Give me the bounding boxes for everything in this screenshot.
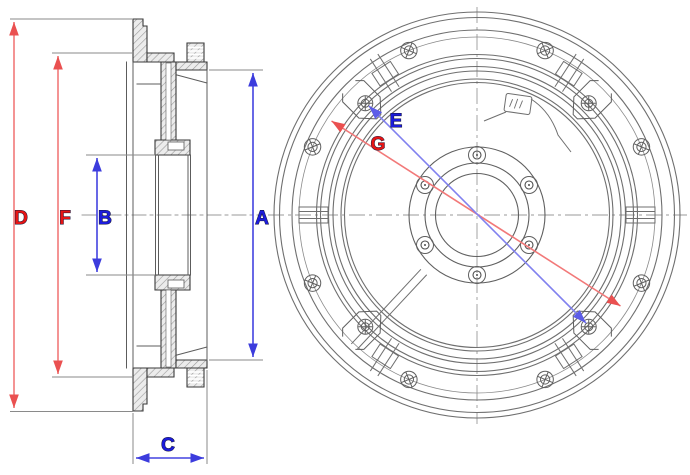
ring bbox=[291, 29, 663, 401]
dimension-A: A bbox=[209, 69, 270, 361]
tag-leader-left bbox=[483, 111, 507, 122]
stud-threads bbox=[187, 46, 204, 384]
clamp bbox=[369, 53, 400, 92]
side-tabs bbox=[298, 206, 656, 224]
bolt-icon bbox=[400, 41, 418, 60]
bolt-icon bbox=[303, 274, 322, 292]
stamp-tag bbox=[483, 93, 572, 153]
dimension-E: E bbox=[368, 105, 587, 324]
tab bbox=[298, 206, 329, 224]
clamp bbox=[369, 338, 400, 377]
bolt-icon bbox=[400, 370, 418, 389]
tag-mark bbox=[509, 98, 523, 109]
drum-rim-section bbox=[132, 367, 148, 412]
tag-box bbox=[503, 93, 533, 115]
drum-barrel-section bbox=[146, 52, 175, 63]
web-slot bbox=[165, 289, 172, 368]
ring-outer bbox=[273, 11, 681, 419]
ring-outer-inner bbox=[278, 16, 676, 414]
dimension-label-A: A bbox=[255, 208, 269, 229]
flange-fillet bbox=[176, 74, 208, 84]
dimension-D: D bbox=[9, 18, 133, 412]
dimension-B: B bbox=[86, 154, 155, 276]
outer-bolts bbox=[303, 41, 651, 389]
flange-section bbox=[175, 61, 208, 71]
tag-leader-right bbox=[530, 98, 572, 153]
bolt-icon bbox=[536, 41, 554, 60]
dimensions: D F B A C bbox=[9, 18, 621, 464]
wheel-stud-section bbox=[186, 42, 205, 63]
section-view bbox=[81, 18, 266, 412]
dimension-label-F: F bbox=[59, 208, 71, 229]
drum-barrel-section bbox=[146, 367, 175, 378]
ring bbox=[315, 53, 639, 377]
bolt-icon bbox=[536, 370, 554, 389]
dimension-label-B: B bbox=[98, 208, 112, 229]
bolt-icon bbox=[303, 138, 322, 156]
dimension-F: F bbox=[52, 52, 133, 378]
flange-section bbox=[175, 359, 208, 369]
tab bbox=[625, 206, 656, 224]
clamp bbox=[554, 338, 585, 377]
flange-fillet bbox=[176, 346, 208, 356]
stud-hole bbox=[520, 176, 538, 194]
dimension-label-C: C bbox=[161, 435, 175, 456]
hub-keyway bbox=[167, 279, 185, 289]
stud-hole bbox=[416, 236, 434, 254]
bolt-icon bbox=[632, 138, 651, 156]
bolt-icon bbox=[632, 274, 651, 292]
dimension-label-E: E bbox=[390, 111, 403, 132]
section-edges bbox=[126, 61, 208, 369]
dimension-line bbox=[368, 105, 587, 324]
dimension-label-D: D bbox=[14, 208, 28, 229]
hub-keyway bbox=[167, 141, 185, 151]
ring bbox=[319, 57, 635, 373]
section-reliefs bbox=[165, 46, 204, 384]
web-slot bbox=[165, 62, 172, 141]
drum-rim-section bbox=[132, 18, 148, 63]
dimension-label-G: G bbox=[371, 134, 386, 155]
wheel-stud-section bbox=[186, 367, 205, 388]
clamp-features bbox=[369, 53, 585, 377]
dimension-C: C bbox=[132, 370, 208, 464]
clamp bbox=[554, 53, 585, 92]
